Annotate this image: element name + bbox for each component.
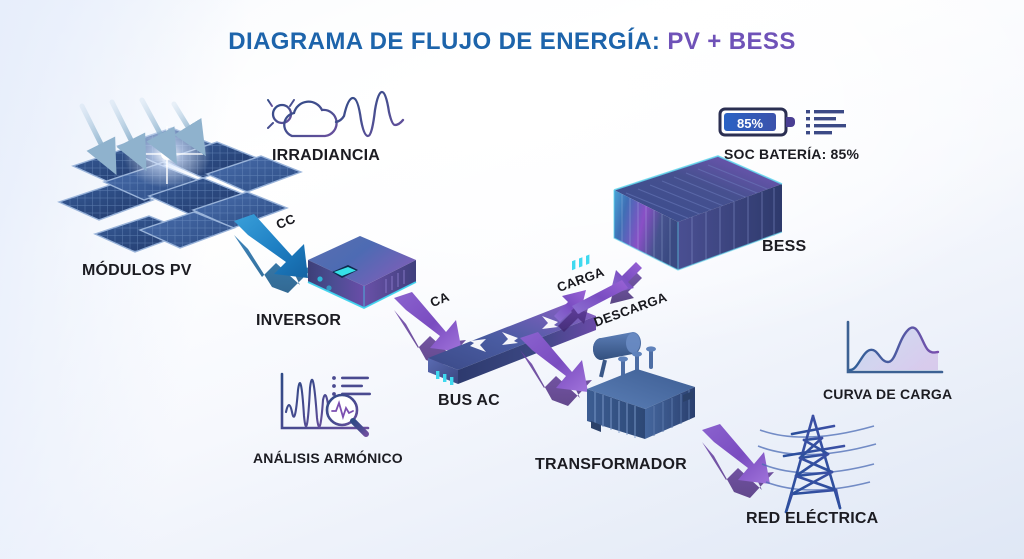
- page-title-main: DIAGRAMA DE FLUJO DE ENERGÍA:: [228, 28, 661, 55]
- inverter-graphic: [307, 236, 417, 309]
- flow-arrow-dc: [232, 208, 342, 298]
- bess-label: BESS: [762, 238, 807, 255]
- electrical-grid-label: RED ELÉCTRICA: [746, 510, 879, 527]
- page-title-accent: PV + BESS: [667, 28, 796, 55]
- inverter[interactable]: [302, 232, 422, 318]
- flow-arrow-transformer-to-grid-graphic: [702, 424, 774, 498]
- inverter-label: INVERSOR: [256, 312, 342, 329]
- pv-array-label: MÓDULOS PV: [82, 262, 192, 279]
- load-curve-label: CURVA DE CARGA: [823, 386, 953, 402]
- harmonic-analysis-icon[interactable]: [272, 370, 402, 442]
- harmonic-chart-magnifier-icon: [280, 372, 371, 437]
- flow-arrow-bus-to-transformer-graphic: [520, 332, 592, 406]
- irradiance-label: IRRADIANCIA: [272, 147, 380, 164]
- flow-arrow-bus-to-transformer: [518, 328, 618, 406]
- ac-bus-label: BUS AC: [438, 392, 500, 409]
- flow-arrow-charge-discharge: [548, 258, 668, 336]
- irradiance-arrows: [78, 97, 228, 190]
- bidirectional-arrow-graphic: [554, 262, 642, 332]
- bess-container-graphic: [613, 155, 783, 271]
- battery-icon: 85%: [718, 107, 846, 137]
- transformer-label: TRANSFORMADOR: [535, 456, 687, 473]
- battery-soc-indicator[interactable]: 85%: [718, 104, 858, 142]
- bess-container[interactable]: [608, 152, 788, 282]
- load-curve-chart: [846, 320, 944, 374]
- transformer[interactable]: [575, 332, 715, 451]
- sun-cloud-wave-icon: [261, 90, 405, 138]
- ac-bus[interactable]: [424, 254, 604, 390]
- flow-arrow-transformer-to-grid: [700, 420, 800, 498]
- irradiance-arrows-graphic: [79, 97, 206, 175]
- load-curve-icon[interactable]: [838, 318, 954, 384]
- flow-arrow-ac-graphic: [394, 292, 466, 366]
- battery-soc-label: SOC BATERÍA: 85%: [724, 146, 860, 162]
- electrical-grid[interactable]: [752, 412, 882, 522]
- flow-arrow-dc-graphic: [234, 214, 314, 293]
- transformer-graphic: [587, 332, 695, 439]
- harmonic-analysis-label: ANÁLISIS ARMÓNICO: [253, 450, 403, 466]
- battery-percent-text: 85%: [737, 116, 763, 131]
- irradiance-icon[interactable]: [258, 90, 410, 152]
- ac-bus-graphic: [428, 254, 596, 385]
- flow-arrow-ac: [392, 288, 492, 368]
- transmission-tower-icon: [757, 414, 877, 514]
- page-title: DIAGRAMA DE FLUJO DE ENERGÍA: PV + BESS: [0, 28, 1024, 56]
